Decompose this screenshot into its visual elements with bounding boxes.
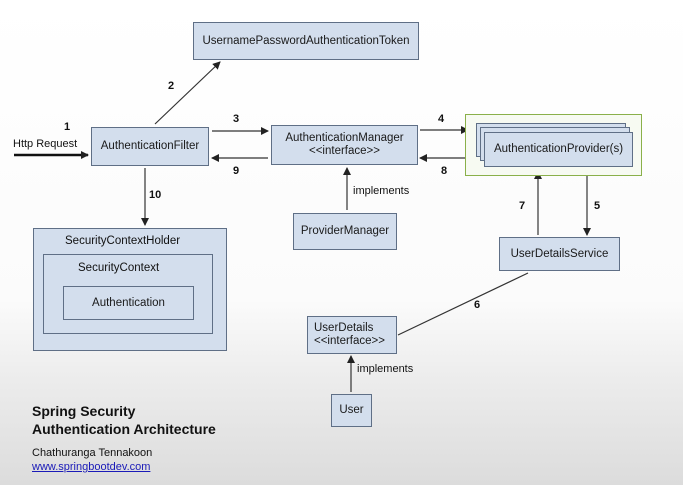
security-context-holder-label: SecurityContextHolder [65,235,181,247]
step-9: 9 [233,165,240,177]
security-context-label: SecurityContext [78,262,160,274]
authentication-label: Authentication [92,296,165,309]
user-details-service-box: UserDetailsService [499,237,620,271]
caption-title-line1: Spring Security [32,403,136,419]
user-details-label: UserDetails [314,322,374,334]
authentication-manager-interface: <<interface>> [309,145,380,157]
implements-label-manager: implements [353,185,410,197]
user-details-service-label: UserDetailsService [510,247,609,260]
provider-manager-label: ProviderManager [300,225,390,237]
authentication-manager-label: AuthenticationManager [285,132,404,144]
authentication-provider-group: AuthenticationProvider(s) [465,114,642,176]
caption-website-link[interactable]: www.springbootdev.com [32,461,151,473]
step-6: 6 [474,299,481,311]
step-8: 8 [441,165,448,177]
step-3: 3 [233,113,240,125]
token-box: UsernamePasswordAuthenticationToken [193,22,419,60]
http-request-label: Http Request [13,138,78,150]
provider-manager-box: ProviderManager [293,213,397,250]
step-4: 4 [438,113,445,125]
caption-author: Chathuranga Tennakoon [32,447,153,459]
security-context-holder-box: SecurityContextHolder SecurityContext Au… [33,228,227,351]
step-5: 5 [594,200,601,212]
authentication-filter-label: AuthenticationFilter [100,140,200,152]
token-label: UsernamePasswordAuthenticationToken [202,34,410,47]
authentication-provider-label: AuthenticationProvider(s) [493,143,624,155]
authentication-provider-box: AuthenticationProvider(s) [484,132,633,167]
user-label: User [339,404,364,416]
caption-title-line2: Authentication Architecture [32,421,216,437]
authentication-manager-box: AuthenticationManager <<interface>> [271,125,418,165]
authentication-filter-box: AuthenticationFilter [91,127,209,166]
arrow-2 [154,61,221,125]
implements-label-userdetails: implements [357,363,414,375]
line-6 [397,272,529,336]
step-1: 1 [64,121,71,133]
user-box: User [331,394,372,427]
step-7: 7 [519,200,526,212]
security-context-box: SecurityContext Authentication [43,254,213,334]
user-details-interface: <<interface>> [314,335,385,347]
user-details-box: UserDetails <<interface>> [307,316,397,354]
step-10: 10 [149,189,162,201]
authentication-box: Authentication [63,286,194,320]
step-2: 2 [168,80,175,92]
